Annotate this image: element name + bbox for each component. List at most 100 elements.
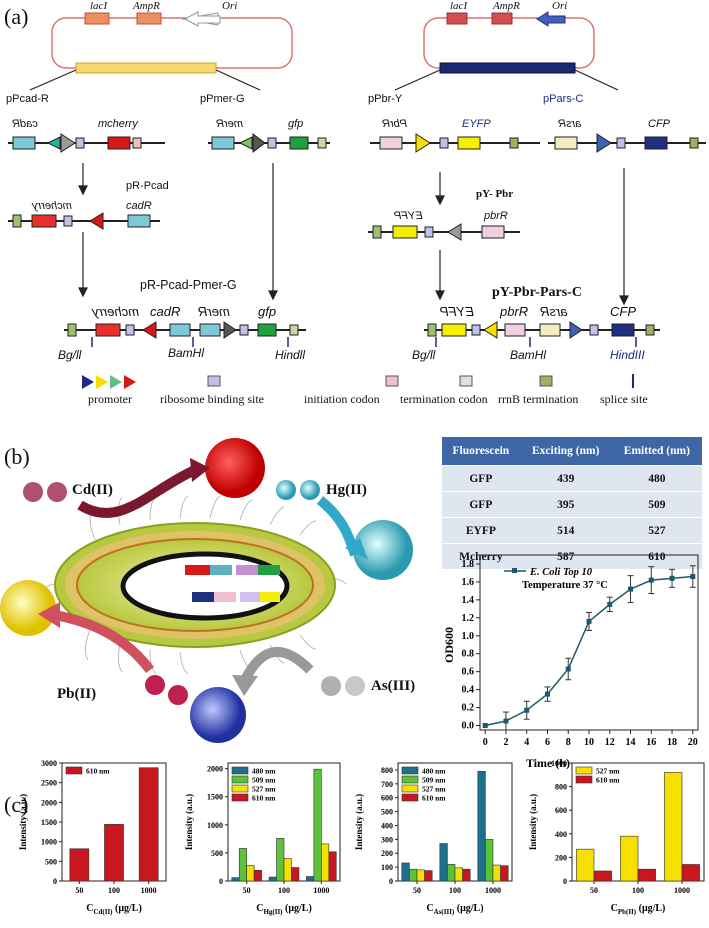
label-pPars-C: pPars-C (543, 93, 584, 105)
y-tick-label: 0 (389, 877, 393, 886)
gene-CFP-final: CFP (610, 304, 636, 319)
gene-EYFP-final: EYFP (440, 304, 474, 319)
gene-lacI-right: lacI (450, 0, 468, 12)
legend-swatch (231, 775, 249, 784)
x-tick-label: 20 (688, 737, 698, 748)
growth-ylabel: OD600 (442, 627, 456, 663)
plasmid-left (29, 11, 293, 91)
construct-pR-Pcad (8, 212, 160, 230)
data-point (628, 586, 634, 592)
growth-curve-chart: Time (h) OD600 E. Coli Top 10 Temperatur… (442, 554, 699, 770)
table-row: GFP 439 480 (442, 465, 702, 492)
y-tick-label: 0 (219, 877, 223, 886)
legend-rbs: ribosome binding site (160, 392, 264, 406)
gene-lacI-left: lacI (90, 0, 108, 12)
bar-xlabel: CCd(II) (μg/L) (86, 903, 142, 916)
legend-label: 527 nm (596, 767, 620, 776)
y-tick-label: 0.4 (462, 685, 475, 696)
site-bamHI-right: BamHl (510, 348, 547, 362)
y-tick-label: 1.2 (462, 613, 475, 624)
x-tick-label: 100 (108, 886, 120, 895)
y-tick-label: 1000 (551, 759, 567, 768)
y-tick-label: 600 (381, 794, 393, 803)
gene-PbrR: PbrR (382, 118, 408, 130)
x-tick-label: 6 (545, 737, 550, 748)
y-tick-label: 1000 (41, 838, 57, 847)
table-row: EYFP 514 527 (442, 517, 702, 544)
x-tick-label: 16 (646, 737, 656, 748)
data-point (607, 601, 613, 607)
y-tick-label: 600 (555, 806, 567, 815)
bar (253, 870, 262, 882)
y-tick-label: 1500 (41, 818, 57, 827)
bar (138, 767, 159, 882)
bar (477, 771, 486, 882)
y-tick-label: 300 (381, 835, 393, 844)
legend-swatch (65, 766, 83, 775)
bar (576, 848, 595, 882)
panel-label-c: (c) (4, 792, 29, 817)
panel-label-a: (a) (4, 4, 29, 29)
legend-label: 509 nm (422, 776, 446, 785)
y-tick-label: 100 (381, 863, 393, 872)
bar (593, 870, 612, 882)
bar (291, 867, 300, 882)
legend-label: 610 nm (86, 767, 110, 776)
y-tick-label: 800 (381, 766, 393, 775)
legend-swatch (575, 775, 593, 784)
legend-swatch (231, 784, 249, 793)
bar (485, 839, 494, 882)
y-tick-label: 1.8 (462, 559, 475, 570)
bar (104, 824, 124, 882)
gene-EYFP: EYFP (462, 118, 491, 130)
legend-swatch (401, 775, 419, 784)
table-cell: 395 (519, 491, 612, 518)
table-cell: 514 (519, 517, 612, 544)
y-tick-label: 2000 (207, 765, 223, 774)
legend-initiation: initiation codon (304, 392, 380, 406)
y-tick-label: 200 (555, 853, 567, 862)
gene-ampR-left: AmpR (133, 0, 160, 12)
gene-cadR-final: cadR (150, 304, 181, 319)
bar (313, 768, 322, 882)
ori-left: Ori (222, 0, 238, 12)
bar (500, 865, 509, 882)
x-tick-label: 8 (566, 737, 571, 748)
label-pR-Pcad-Pmer-G: pR-Pcad-Pmer-G (140, 278, 237, 292)
bar-xlabel: CHg(II) (μg/L) (256, 903, 312, 916)
bar (268, 876, 277, 882)
label-pR-Pcad: pR-Pcad (126, 180, 169, 192)
table-header: Emitted (nm) (611, 437, 702, 466)
bar (283, 858, 292, 882)
gene-cadR-2: cadR (126, 200, 152, 212)
x-tick-label: 2 (503, 737, 508, 748)
construct-pY-Pbr (368, 223, 520, 241)
y-tick-label: 0.6 (462, 667, 475, 678)
table-cell: 587 (519, 543, 612, 569)
x-tick-label: 1000 (674, 886, 690, 895)
x-tick-label: 12 (605, 737, 615, 748)
table-cell: 610 (611, 543, 702, 569)
y-tick-label: 1500 (207, 793, 223, 802)
table-row: Mcherry 587 610 (442, 543, 702, 569)
label-pY-Pbr: pY- Pbr (476, 188, 514, 200)
legend-label: 509 nm (252, 776, 276, 785)
construct-pPars-C (548, 133, 706, 153)
legend-splice: splice site (600, 392, 648, 406)
y-tick-label: 400 (555, 830, 567, 839)
bar-xlabel: CAs(III) (μg/L) (426, 903, 483, 916)
bar (306, 876, 315, 882)
legend-swatch (401, 766, 419, 775)
ion-label-hg: Hg(II) (326, 482, 367, 498)
y-tick-label: 3000 (41, 759, 57, 768)
legend-symbols (82, 374, 634, 389)
bar (681, 864, 700, 882)
bar (401, 862, 410, 882)
data-point (669, 575, 675, 581)
bar (416, 869, 425, 882)
table-cell: 509 (611, 491, 702, 518)
bar (276, 837, 285, 882)
gene-gfp-final: gfp (258, 304, 277, 319)
